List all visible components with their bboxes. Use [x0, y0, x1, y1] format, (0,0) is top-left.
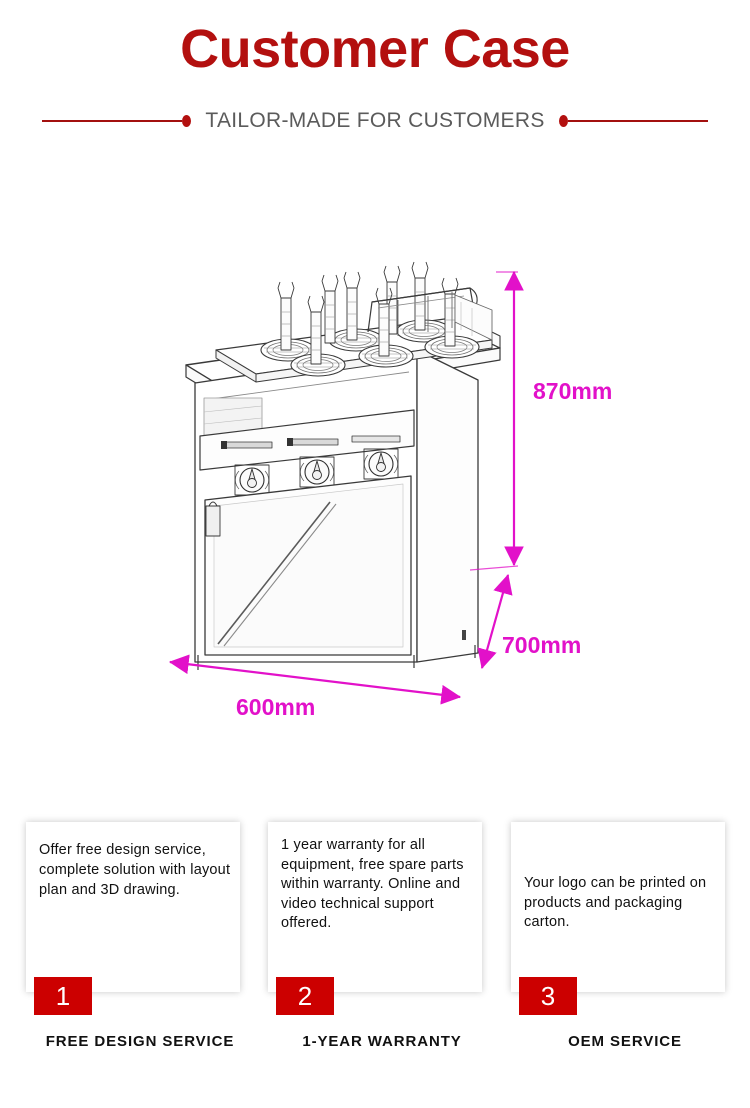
feature-item-oem-service: Your logo can be printed on products and…	[511, 800, 739, 1050]
subtitle-rule-left	[42, 120, 183, 122]
feature-card: 1 year warranty for all equipment, free …	[268, 822, 482, 1015]
subtitle-row: TAILOR-MADE FOR CUSTOMERS	[0, 108, 750, 134]
feature-card: Your logo can be printed on products and…	[511, 822, 725, 1015]
product-line-drawing	[168, 261, 524, 705]
feature-number-badge: 1	[34, 977, 92, 1015]
subtitle-dot-right-icon	[558, 115, 568, 127]
feature-list: Offer free design service, complete solu…	[0, 800, 750, 1108]
dimension-label-height: 870mm	[533, 378, 613, 404]
header: Customer Case TAILOR-MADE FOR CUSTOMERS	[0, 0, 750, 150]
feature-description: Offer free design service, complete solu…	[39, 842, 231, 898]
dimension-arrow-depth	[477, 573, 513, 670]
dimension-label-width: 600mm	[236, 694, 316, 720]
dimension-arrow-width	[168, 654, 462, 705]
feature-description: Your logo can be printed on products and…	[524, 875, 707, 930]
feature-card: Offer free design service, complete solu…	[26, 822, 240, 1015]
subtitle-text: TAILOR-MADE FOR CUSTOMERS	[205, 109, 545, 132]
feature-item-free-design-service: Offer free design service, complete solu…	[26, 800, 254, 1050]
feature-description: 1 year warranty for all equipment, free …	[281, 837, 464, 931]
feature-title: OEM SERVICE	[568, 1033, 682, 1050]
subtitle-dot-left-icon	[182, 115, 192, 127]
feature-item-one-year-warranty: 1 year warranty for all equipment, free …	[268, 800, 496, 1050]
subtitle-rule-right	[567, 120, 708, 122]
dimension-label-depth: 700mm	[502, 632, 582, 658]
feature-title: 1-YEAR WARRANTY	[302, 1033, 462, 1050]
feature-number-badge: 2	[276, 977, 334, 1015]
product-area: 870mm 700mm 600mm	[0, 150, 750, 800]
feature-number-badge: 3	[519, 977, 577, 1015]
feature-title: FREE DESIGN SERVICE	[45, 1033, 235, 1050]
page-title: Customer Case	[180, 19, 570, 79]
